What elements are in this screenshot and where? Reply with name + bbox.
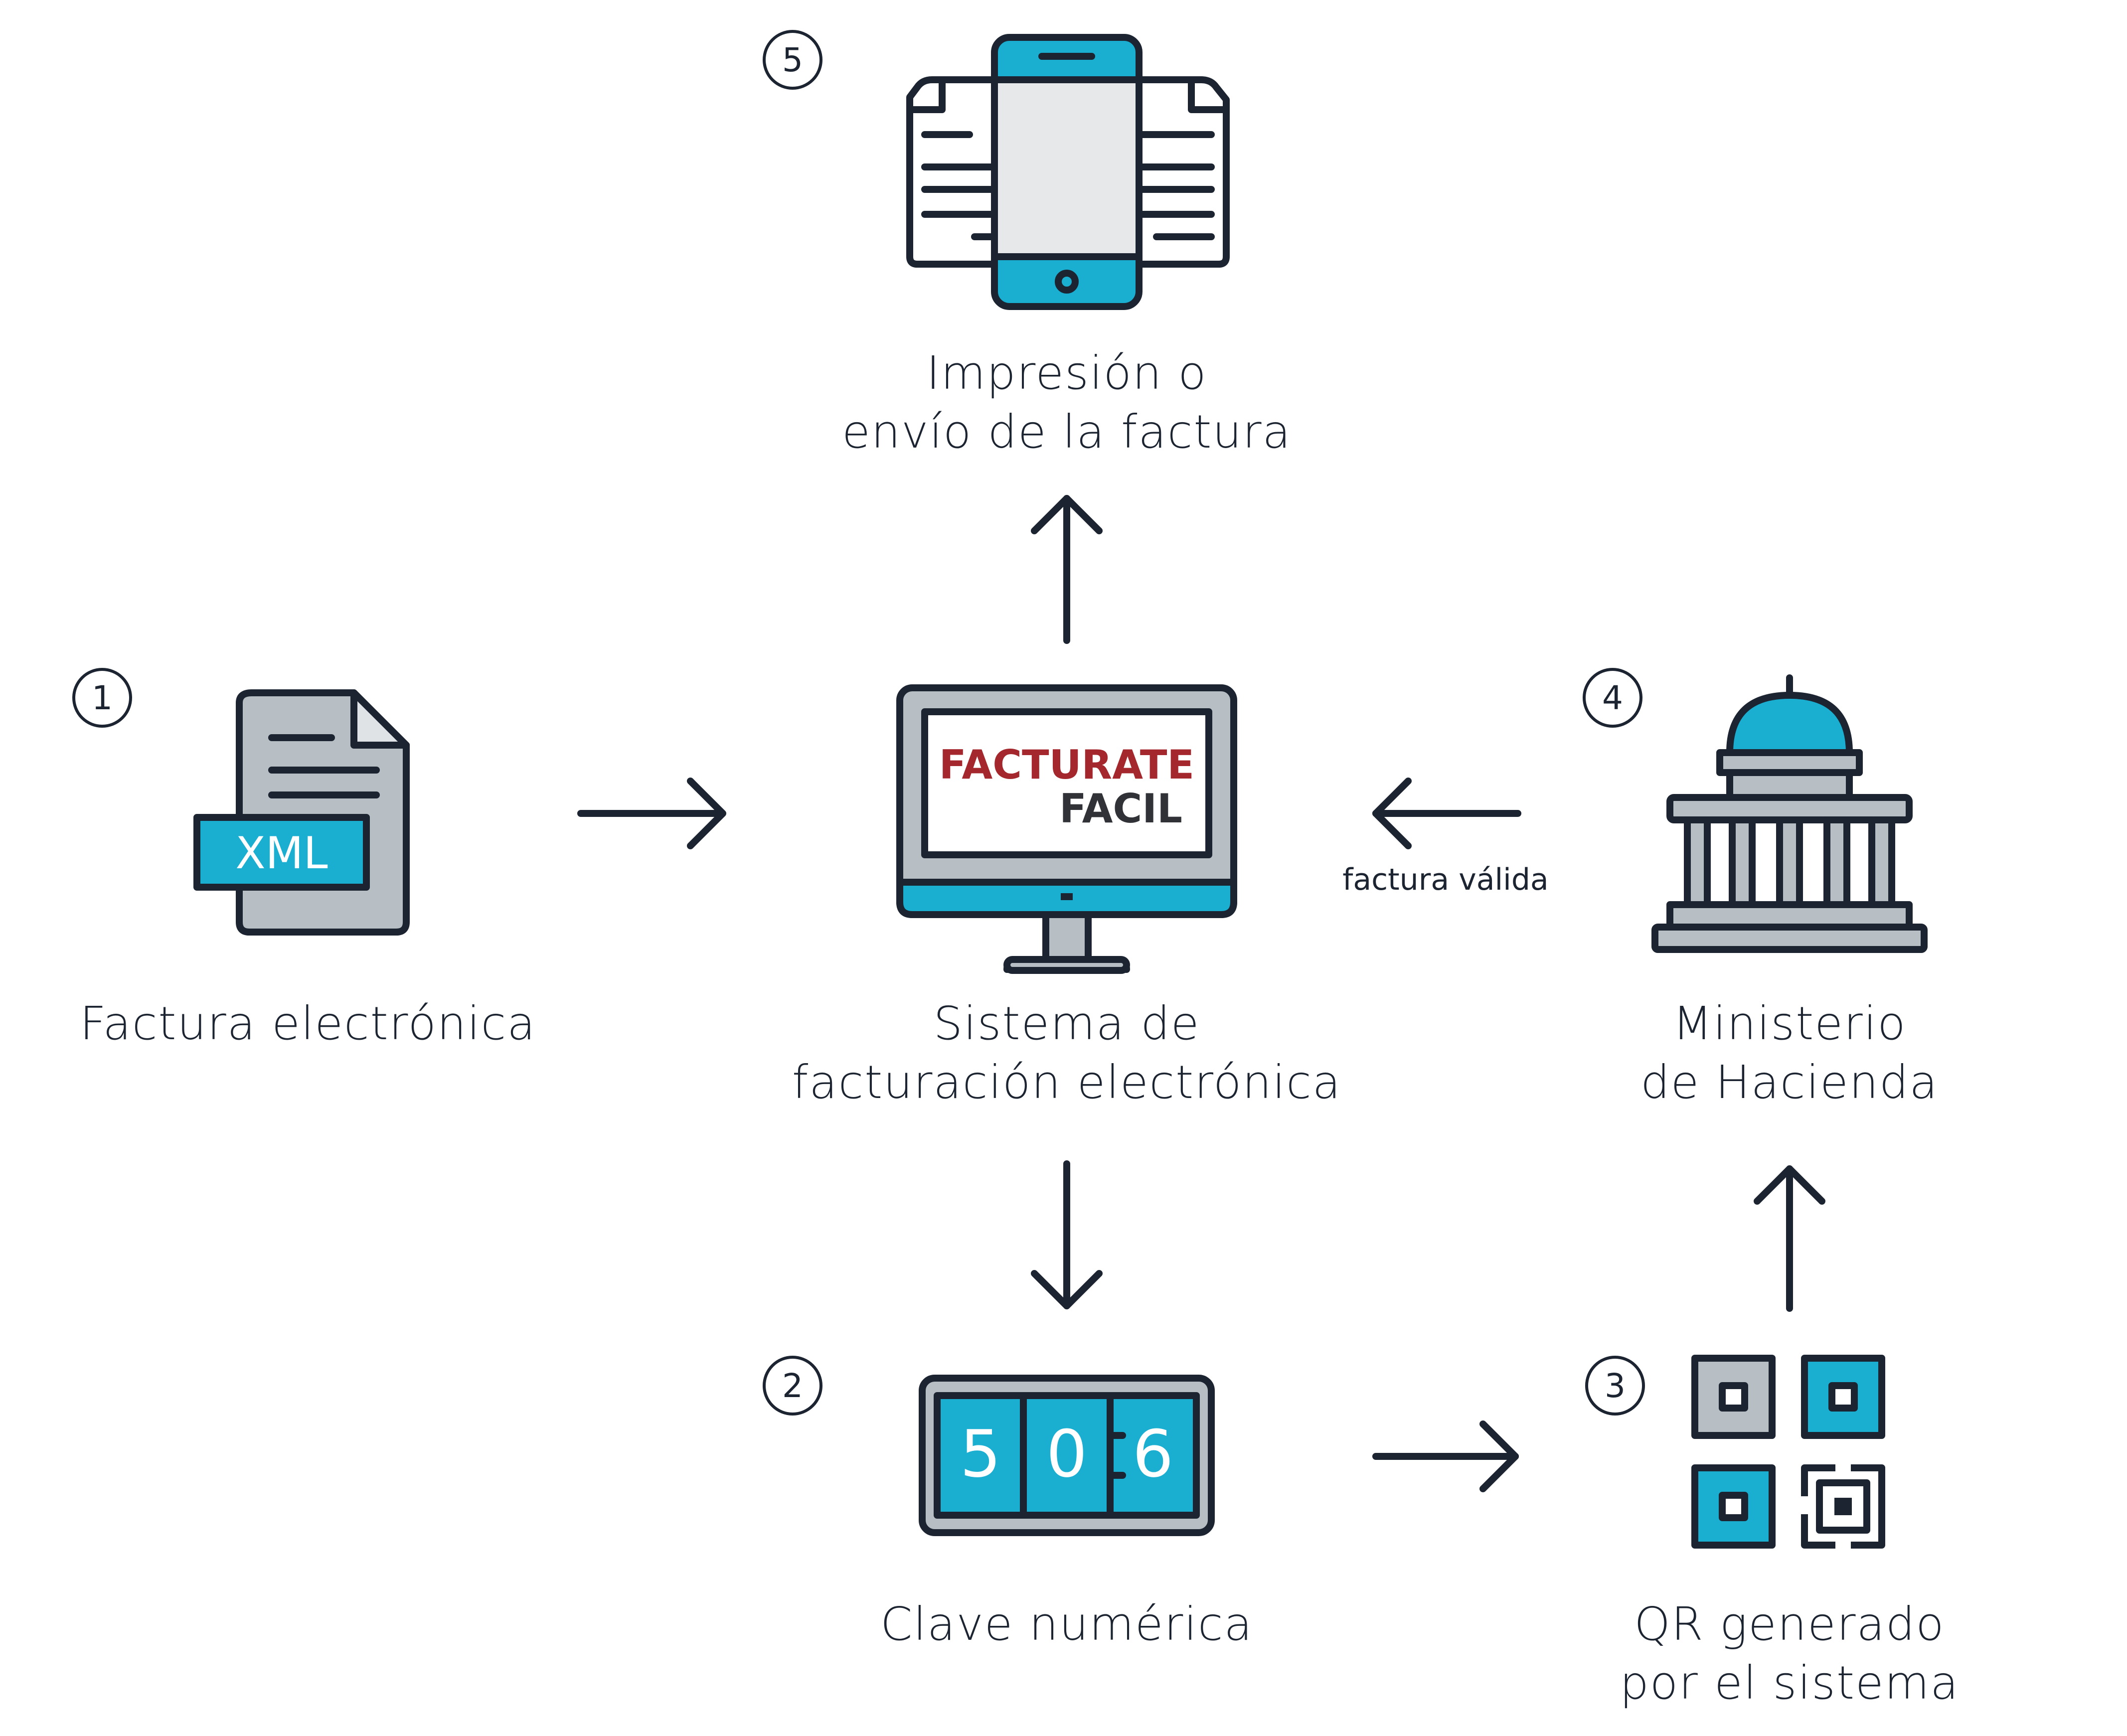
node-label-billing-system: Sistema de facturación electrónica xyxy=(768,994,1366,1112)
edge-label-factura-valida: factura válida xyxy=(1342,862,1548,897)
counter-digit-1: 5 xyxy=(960,1416,1001,1492)
arrow-system-to-key xyxy=(1031,1160,1103,1309)
government-building-icon xyxy=(1651,674,1928,953)
node-label-print-send: Impresión o envío de la factura xyxy=(818,344,1316,462)
step-badge-3: 3 xyxy=(1585,1356,1645,1416)
step-number: 3 xyxy=(1605,1366,1626,1405)
mobile-documents-icon xyxy=(906,34,1230,310)
brand-line-1: FACTURATE xyxy=(939,742,1194,788)
counter-digit-3: 6 xyxy=(1133,1416,1174,1492)
arrow-key-to-qr xyxy=(1372,1420,1519,1492)
step-number: 4 xyxy=(1602,678,1623,717)
counter-digit-2: 0 xyxy=(1046,1416,1088,1492)
node-label-ministry: Ministerio de Hacienda xyxy=(1590,994,1989,1112)
arrow-qr-to-ministry xyxy=(1754,1165,1825,1312)
arrow-xml-to-system xyxy=(577,778,726,849)
label-line: Impresión o xyxy=(926,346,1207,400)
label-line: QR generado xyxy=(1634,1597,1945,1651)
step-number: 2 xyxy=(782,1366,803,1405)
label-line: Ministerio xyxy=(1672,997,1907,1050)
brand-line-2: FACIL xyxy=(1059,786,1182,832)
node-label-numeric-key: Clave numérica xyxy=(842,1595,1291,1654)
arrow-ministry-to-system xyxy=(1372,778,1521,849)
step-badge-1: 1 xyxy=(72,668,132,728)
step-number: 1 xyxy=(92,678,113,717)
label-line: de Hacienda xyxy=(1640,1056,1939,1109)
node-label-qr-code: QR generado por el sistema xyxy=(1590,1595,1989,1713)
label-line: por el sistema xyxy=(1620,1656,1960,1710)
qr-code-icon xyxy=(1691,1355,1885,1549)
label-line: Sistema de xyxy=(933,997,1200,1050)
step-badge-2: 2 xyxy=(763,1356,822,1416)
label-line: facturación electrónica xyxy=(792,1056,1342,1109)
arrow-system-to-print xyxy=(1031,495,1103,644)
xml-file-icon: XML xyxy=(193,689,410,936)
computer-monitor-icon: FACTURATE FACIL xyxy=(896,684,1237,974)
label-line: Factura electrónica xyxy=(80,997,536,1050)
step-number: 5 xyxy=(782,40,803,79)
step-badge-4: 4 xyxy=(1583,668,1642,728)
label-line: envío de la factura xyxy=(842,405,1292,459)
xml-tag-label: XML xyxy=(235,827,327,879)
counter-display-icon: 5 0 6 xyxy=(919,1375,1215,1536)
label-line: Clave numérica xyxy=(880,1597,1253,1651)
step-badge-5: 5 xyxy=(763,30,822,90)
node-label-xml-invoice: Factura electrónica xyxy=(80,994,536,1053)
